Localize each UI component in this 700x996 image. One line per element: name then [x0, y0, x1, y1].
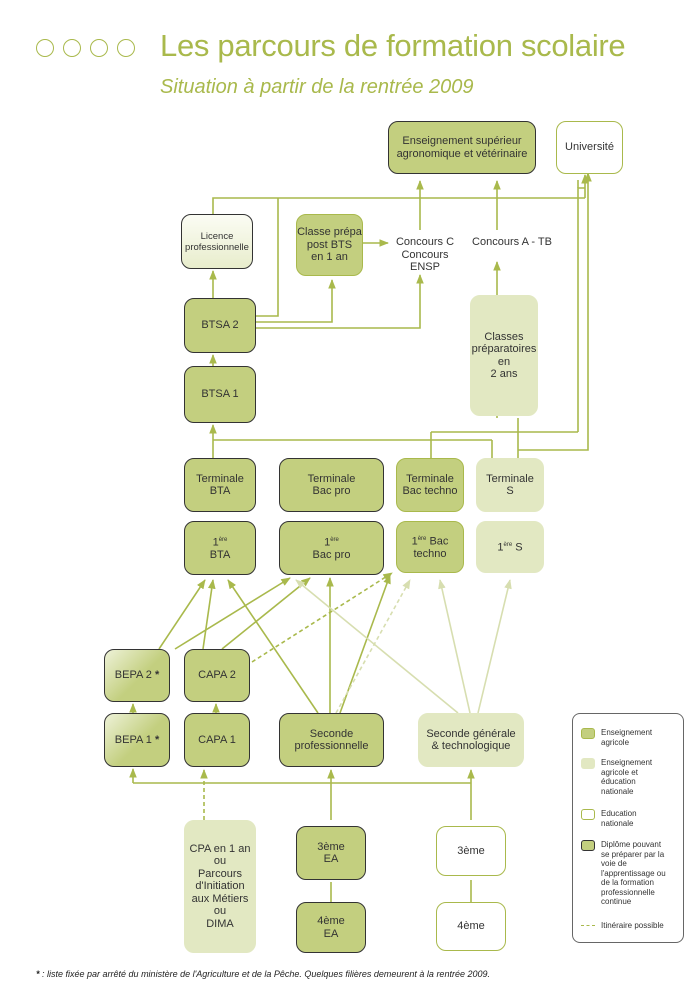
title-decoration [36, 39, 135, 57]
node-terminale-bactechno: Terminale Bac techno [396, 458, 464, 512]
node-capa1: CAPA 1 [184, 713, 250, 767]
legend-item-agricole-nationale: Enseignement agricole et éducation natio… [581, 758, 652, 796]
node-classe-prepa-bts: Classe prépa post BTS en 1 an [296, 214, 363, 276]
node-troisieme: 3ème [436, 826, 506, 876]
legend-item-itineraire: Itinéraire possible [581, 921, 664, 931]
node-seconde-pro: Seconde professionnelle [279, 713, 384, 767]
node-seconde-gt: Seconde générale & technologique [418, 713, 524, 767]
node-premiere-s: 1ère S [476, 521, 544, 573]
node-btsa1: BTSA 1 [184, 366, 256, 423]
legend-label: Itinéraire possible [601, 921, 664, 930]
legend: Enseignement agricole Enseignement agric… [572, 713, 684, 943]
legend-item-agricole: Enseignement agricole [581, 728, 652, 747]
legend-swatch [581, 728, 595, 739]
node-concours-a: Concours A - TB [472, 236, 552, 248]
page-subtitle: Situation à partir de la rentrée 2009 [160, 76, 474, 98]
footnote-text: : liste fixée par arrêté du ministère de… [39, 969, 490, 979]
circle-icon [36, 39, 54, 57]
legend-swatch [581, 809, 595, 820]
node-quatrieme-ea: 4ème EA [296, 902, 366, 953]
premiere-s-label: 1ère S [497, 542, 523, 555]
node-premiere-bta: 1ère BTA [184, 521, 256, 575]
node-enseignement-superieur: Enseignement supérieur agronomique et vé… [388, 121, 536, 174]
circle-icon [117, 39, 135, 57]
legend-swatch [581, 758, 595, 769]
premiere-bacpro-prefix: 1ère [324, 536, 339, 549]
premiere-bactechno-label: 1ère Bac techno [411, 535, 449, 561]
node-classes-preparatoires: Classes préparatoires en 2 ans [470, 295, 538, 416]
node-concours-c: Concours C Concours ENSP [395, 236, 455, 273]
circle-icon [90, 39, 108, 57]
node-quatrieme: 4ème [436, 902, 506, 951]
node-btsa2: BTSA 2 [184, 298, 256, 353]
node-cpa-dima: CPA en 1 an ou Parcours d'Initiation aux… [184, 820, 256, 953]
premiere-bta-prefix: 1ère [212, 536, 228, 549]
node-terminale-bacpro: Terminale Bac pro [279, 458, 384, 512]
footnote-star: * [36, 969, 40, 979]
legend-label: Diplôme pouvant se préparer par la voie … [601, 840, 666, 906]
node-licence-pro: Licence professionnelle [181, 214, 253, 269]
node-capa2: CAPA 2 [184, 649, 250, 702]
node-premiere-bacpro: 1ère Bac pro [279, 521, 384, 575]
premiere-bacpro-label: Bac pro [312, 549, 351, 562]
legend-swatch [581, 840, 595, 851]
node-terminale-s: Terminale S [476, 458, 544, 512]
page-title: Les parcours de formation scolaire [160, 28, 626, 63]
node-bepa1: BEPA 1 * [104, 713, 170, 767]
node-terminale-bta: Terminale BTA [184, 458, 256, 512]
legend-item-nationale: Education nationale [581, 809, 637, 828]
legend-label: Enseignement agricole [601, 728, 653, 747]
footnote: * : liste fixée par arrêté du ministère … [36, 969, 490, 979]
circle-icon [63, 39, 81, 57]
premiere-bta-label: BTA [209, 549, 231, 562]
node-bepa2: BEPA 2 * [104, 649, 170, 702]
dashed-line-icon [581, 925, 595, 927]
legend-label: Education nationale [601, 809, 637, 828]
node-premiere-bactechno: 1ère Bac techno [396, 521, 464, 573]
node-troisieme-ea: 3ème EA [296, 826, 366, 880]
legend-item-apprentissage: Diplôme pouvant se préparer par la voie … [581, 840, 666, 907]
node-universite: Université [556, 121, 623, 174]
legend-label: Enseignement agricole et éducation natio… [601, 758, 653, 796]
